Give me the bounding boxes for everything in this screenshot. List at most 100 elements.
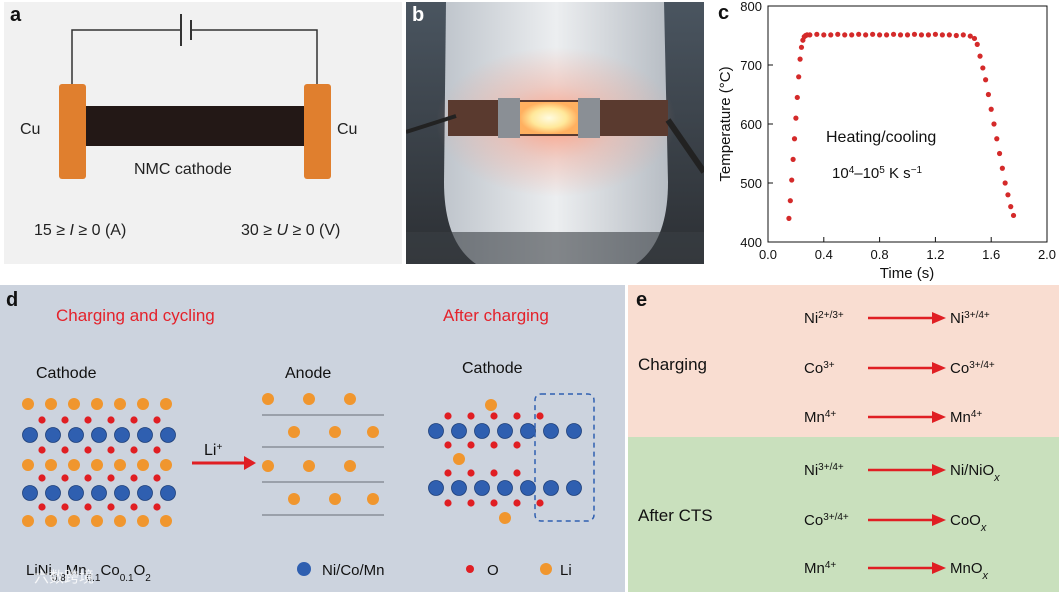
legend-tm-label: Ni/Co/Mn — [322, 562, 385, 579]
reaction-arrowhead — [932, 411, 946, 423]
tm-atom — [137, 485, 153, 501]
nmc-formula: LiNi0.8Mn0.1Co0.1O2 — [26, 562, 151, 584]
species-after: Ni3+/4+ — [950, 310, 990, 328]
x-tick-label: 0.4 — [815, 247, 833, 262]
glowing-sample — [520, 102, 578, 134]
data-point — [1010, 212, 1017, 219]
data-point — [996, 150, 1003, 157]
data-point — [828, 32, 834, 38]
nmc-cathode-bar — [84, 106, 306, 146]
left-cu-label: Cu — [20, 121, 40, 138]
li-atom — [288, 426, 300, 438]
wire — [71, 29, 180, 88]
li-atom — [45, 398, 57, 410]
data-point — [890, 31, 897, 37]
y-tick-label: 800 — [740, 0, 762, 14]
data-point — [793, 115, 799, 121]
species-before: Mn4+ — [804, 560, 836, 578]
tm-atom — [451, 423, 467, 439]
panel-b-label: b — [412, 4, 425, 26]
oxygen-atom — [513, 499, 521, 507]
li-atom — [137, 459, 149, 471]
li-atom — [160, 459, 172, 471]
tm-atom — [137, 427, 153, 443]
right-cu-electrode — [304, 84, 331, 179]
data-point — [1008, 204, 1014, 210]
right-clamp — [578, 98, 600, 138]
data-point — [904, 32, 911, 38]
y-tick-label: 600 — [740, 117, 762, 132]
li-atom — [329, 426, 341, 438]
watermark: 六数跨境 — [34, 568, 94, 586]
li-atom — [160, 515, 172, 527]
y-tick-label: 700 — [740, 58, 762, 73]
oxygen-atom — [84, 416, 92, 424]
oxygen-atom — [84, 446, 92, 454]
data-point — [883, 32, 890, 38]
li-ion-label: Li+ — [204, 442, 222, 460]
li-atom — [303, 393, 315, 405]
li-atom — [22, 515, 34, 527]
data-point — [1005, 192, 1011, 198]
tm-atom — [68, 427, 84, 443]
li-atom — [499, 512, 511, 524]
tm-atom — [114, 427, 130, 443]
panel-d: d Charging and cycling After charging Ca… — [0, 285, 625, 592]
data-point — [790, 156, 796, 162]
y-tick-label: 400 — [740, 235, 762, 250]
oxygen-atom — [490, 441, 498, 449]
li-atom — [45, 459, 57, 471]
data-point — [977, 53, 983, 59]
tm-atom — [68, 485, 84, 501]
oxygen-atom — [467, 469, 475, 477]
li-atom — [303, 460, 315, 472]
x-tick-label: 2.0 — [1038, 247, 1056, 262]
panel-e: e Charging After CTS Ni2+/3+Ni3+/4+Co3+C… — [628, 285, 1059, 592]
data-point — [953, 32, 959, 39]
data-point — [789, 177, 795, 183]
reaction-arrowhead — [932, 562, 946, 574]
tm-atom — [497, 480, 513, 496]
data-point — [821, 32, 827, 38]
data-point — [974, 41, 980, 47]
tm-atom — [91, 427, 107, 443]
oxygen-atom — [107, 446, 115, 454]
circuit-diagram: Cu Cu NMC cathode 15 ≥ I ≥ 0 (A) 30 ≥ U … — [20, 14, 357, 239]
species-before: Ni3+/4+ — [804, 462, 844, 480]
tm-atom — [428, 480, 444, 496]
current-equation: 15 ≥ I ≥ 0 (A) — [34, 222, 126, 239]
data-point — [796, 74, 802, 80]
right-cu-label: Cu — [337, 121, 357, 138]
li-atom — [367, 493, 379, 505]
tm-atom — [91, 485, 107, 501]
y-axis-label: Temperature (°C) — [717, 66, 734, 181]
species-after: CoOx — [950, 512, 987, 534]
left-cu-electrode — [59, 84, 86, 179]
species-before: Mn4+ — [804, 409, 836, 427]
oxygen-atom — [61, 503, 69, 511]
li-atom — [22, 398, 34, 410]
oxygen-atom — [130, 416, 138, 424]
cathode-right-label: Cathode — [462, 360, 523, 377]
left-clamp — [498, 98, 520, 138]
x-axis-label: Time (s) — [880, 265, 934, 282]
li-atom — [344, 460, 356, 472]
group-charging-label: Charging — [638, 355, 707, 374]
li-atom — [91, 515, 103, 527]
oxygen-atom — [38, 416, 46, 424]
oxygen-atom — [130, 446, 138, 454]
data-point — [946, 32, 952, 38]
oxygen-atom — [107, 474, 115, 482]
oxygen-atom — [513, 412, 521, 420]
plot-frame — [767, 5, 1048, 243]
oxygen-atom — [490, 469, 498, 477]
data-point — [791, 136, 798, 142]
right-lead — [665, 118, 704, 174]
tm-atom — [474, 423, 490, 439]
panel-e-label: e — [636, 289, 648, 311]
oxygen-atom — [107, 503, 115, 511]
tm-atom — [428, 423, 444, 439]
panel-d-label: d — [6, 289, 19, 311]
data-point — [863, 32, 869, 38]
